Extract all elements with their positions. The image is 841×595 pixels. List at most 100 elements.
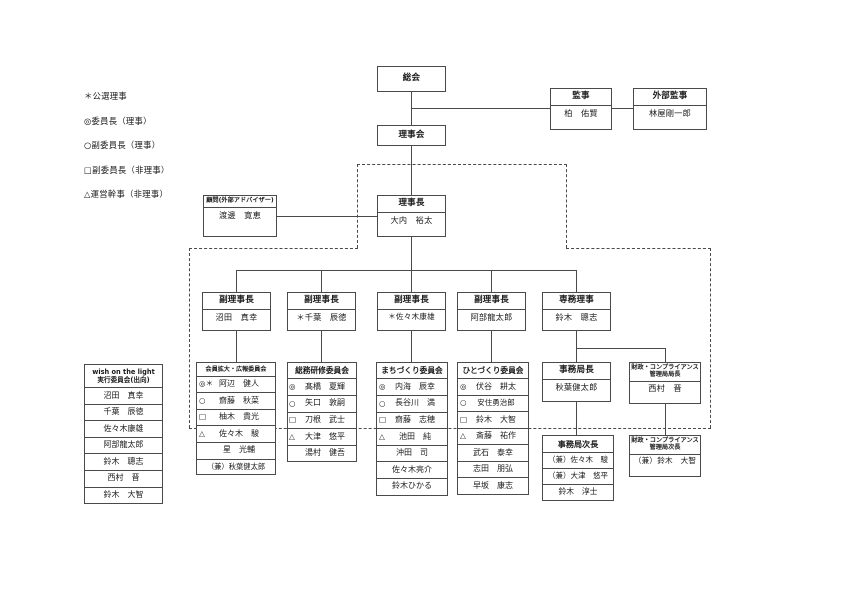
advisor-title: 顧問(外部アドバイザー)	[204, 196, 276, 208]
box-executive-0[interactable]: 副理事長 沼田 真幸	[202, 292, 271, 331]
committee-1-title: 総務研修委員会	[288, 363, 356, 380]
box-external-auditor[interactable]: 外部監事 林屋剛一郎	[633, 88, 707, 130]
compliance-chief-title-line1: 財政・コンプライアンス	[631, 364, 699, 371]
connector-compliance-drop	[665, 348, 666, 362]
committee-0-member-0: ◎＊阿辺 健人	[197, 377, 275, 394]
compliance-chief-title: 財政・コンプライアンス 管理局局長	[630, 363, 700, 382]
connector-compliance-chief-deputy	[665, 404, 666, 435]
external-auditor-name: 林屋剛一郎	[649, 107, 691, 118]
wish-member-4: 鈴木 聰志	[85, 454, 162, 472]
auditor-name: 柏 佑賢	[564, 107, 598, 118]
committee-0-title: 会員拡大・広報委員会	[197, 363, 275, 377]
dashed-line-main-top-left	[189, 248, 358, 249]
compliance-deputy-title-line2: 管理局次長	[649, 443, 681, 451]
wish-member-5: 西村 晋	[85, 471, 162, 488]
compliance-deputy-title: 財政・コンプライアンス 管理局次長	[630, 436, 700, 455]
box-committee-3[interactable]: ひとづくり委員会 ◎伏谷 耕太 ○安住勇治郎 □鈴木 大智 △斎藤 祐作 武石 …	[457, 362, 529, 496]
dashed-line-main-right	[710, 248, 711, 428]
connector-exec-drop-1	[321, 270, 322, 292]
connector-board-chairman	[411, 145, 412, 198]
dashed-line-chairman-left	[357, 164, 358, 248]
wish-title-line2: 実行委員会(出向)	[97, 376, 150, 385]
advisor-name: 渡邊 寛恵	[219, 209, 261, 220]
box-committee-0[interactable]: 会員拡大・広報委員会 ◎＊阿辺 健人 ○齋藤 秋菜 □柚木 貴光 △佐々木 駿 …	[196, 362, 276, 476]
committee-2-member-1: ○長谷川 満	[377, 396, 447, 413]
box-compliance-chief[interactable]: 財政・コンプライアンス 管理局局長 西村 晋	[629, 362, 701, 404]
chairman-name: 大内 裕太	[390, 214, 433, 225]
dashed-line-chairman-top	[357, 164, 567, 165]
wish-member-1: 千葉 辰徳	[85, 405, 162, 422]
secretariat-deputy-member-2: 鈴木 淳士	[558, 487, 598, 497]
executive-4-name: 鈴木 聰志	[555, 311, 598, 322]
box-advisor[interactable]: 顧問(外部アドバイザー) 渡邊 寛恵	[203, 195, 277, 237]
box-executive-1[interactable]: 副理事長 ＊千葉 辰徳	[287, 292, 356, 331]
connector-secretariat-chief-deputy	[576, 402, 577, 435]
committee-3-member-4: 武石 泰幸	[458, 445, 528, 462]
connector-exec0-committee	[236, 330, 237, 362]
compliance-deputy-name: （兼）鈴木 大智	[633, 455, 697, 465]
committee-3-title: ひとづくり委員会	[458, 363, 528, 380]
committee-0-member-5: （兼）秋葉健太郎	[206, 461, 266, 471]
executive-0-title: 副理事長	[203, 293, 270, 310]
committee-1-member-0: ◎髙橋 夏輝	[288, 379, 356, 397]
legend: ＊公選理事 ◎委員長（理事） ○副委員長（理事） □副委員長（非理事） △運営幹…	[84, 90, 170, 213]
box-general-assembly[interactable]: 総会	[377, 66, 446, 92]
executive-4-title: 専務理事	[543, 293, 610, 310]
connector-exec4-down	[576, 330, 577, 348]
box-board[interactable]: 理事会	[377, 125, 446, 146]
auditor-title: 監事	[551, 89, 611, 106]
legend-item-2: ○副委員長（理事）	[84, 140, 161, 150]
committee-0-member-2: □柚木 貴光	[197, 410, 275, 427]
dashed-line-chairman-right	[566, 164, 567, 248]
wish-title: wish on the light 実行委員会(出向)	[85, 365, 162, 389]
connector-exec-drop-0	[236, 270, 237, 292]
chairman-title: 理事長	[378, 196, 445, 213]
board-title: 理事会	[398, 130, 425, 140]
box-auditor[interactable]: 監事 柏 佑賢	[550, 88, 612, 130]
box-secretariat-deputy[interactable]: 事務局次長 （兼）佐々木 駿 （兼）大津 悠平 鈴木 淳士	[542, 435, 614, 502]
secretariat-deputy-member-0: （兼）佐々木 駿	[543, 453, 613, 469]
box-chairman[interactable]: 理事長 大内 裕太	[377, 195, 446, 237]
wish-member-3: 阿部龍太郎	[85, 438, 162, 455]
box-secretariat-chief[interactable]: 事務局長 秋葉健太郎	[542, 362, 611, 402]
connector-auditor-external	[612, 108, 633, 109]
wish-title-line1: wish on the light	[92, 367, 155, 376]
secretariat-deputy-title: 事務局次長	[543, 436, 613, 453]
connector-exec2-committee	[411, 330, 412, 362]
committee-3-member-1: ○安住勇治郎	[458, 396, 528, 413]
connector-exec-drop-3	[491, 270, 492, 292]
connector-exec1-committee	[321, 330, 322, 362]
compliance-chief-name: 西村 晋	[648, 382, 682, 393]
box-executive-2[interactable]: 副理事長 ＊佐々木康雄	[377, 292, 446, 331]
general-assembly-title: 総会	[402, 73, 421, 83]
wish-member-6: 鈴木 大智	[103, 489, 144, 499]
committee-2-title: まちづくり委員会	[377, 363, 447, 380]
compliance-chief-title-line2: 管理局局長	[649, 370, 681, 378]
connector-advisor-chairman	[277, 216, 411, 217]
executive-3-title: 副理事長	[458, 293, 525, 310]
wish-member-0: 沼田 真幸	[85, 388, 162, 405]
committee-2-member-4: 沖田 司	[377, 446, 447, 463]
legend-item-4: △運営幹事（非理事）	[84, 189, 169, 199]
box-compliance-deputy[interactable]: 財政・コンプライアンス 管理局次長 （兼）鈴木 大智	[629, 435, 701, 477]
committee-0-member-3: △佐々木 駿	[197, 426, 275, 443]
wish-member-2: 佐々木康雄	[85, 421, 162, 438]
secretariat-chief-name: 秋葉健太郎	[555, 381, 598, 392]
executive-2-name: ＊佐々木康雄	[388, 311, 435, 321]
secretariat-deputy-member-1: （兼）大津 悠平	[543, 469, 613, 485]
connector-executive-bus	[236, 270, 576, 271]
box-committee-2[interactable]: まちづくり委員会 ◎内海 辰幸 ○長谷川 満 □齋藤 志穂 △池田 純 沖田 司…	[376, 362, 448, 496]
box-executive-4[interactable]: 専務理事 鈴木 聰志	[542, 292, 611, 331]
legend-item-0: ＊公選理事	[84, 91, 127, 101]
committee-0-member-4: 星 光輔	[197, 443, 275, 460]
committee-2-member-6: 鈴木ひかる	[392, 481, 432, 491]
box-wish-on-the-light[interactable]: wish on the light 実行委員会(出向) 沼田 真幸 千葉 辰徳 …	[84, 364, 163, 505]
executive-2-title: 副理事長	[378, 293, 445, 310]
legend-item-3: □副委員長（非理事）	[84, 164, 170, 175]
secretariat-chief-title: 事務局長	[543, 363, 610, 380]
connector-exec4-split	[576, 348, 665, 349]
committee-3-member-3: △斎藤 祐作	[458, 429, 528, 446]
box-executive-3[interactable]: 副理事長 阿部龍太郎	[457, 292, 526, 331]
box-committee-1[interactable]: 総務研修委員会 ◎髙橋 夏輝 ○矢口 敦嗣 □刀根 武士 △大津 悠平 湯村 健…	[287, 362, 357, 463]
